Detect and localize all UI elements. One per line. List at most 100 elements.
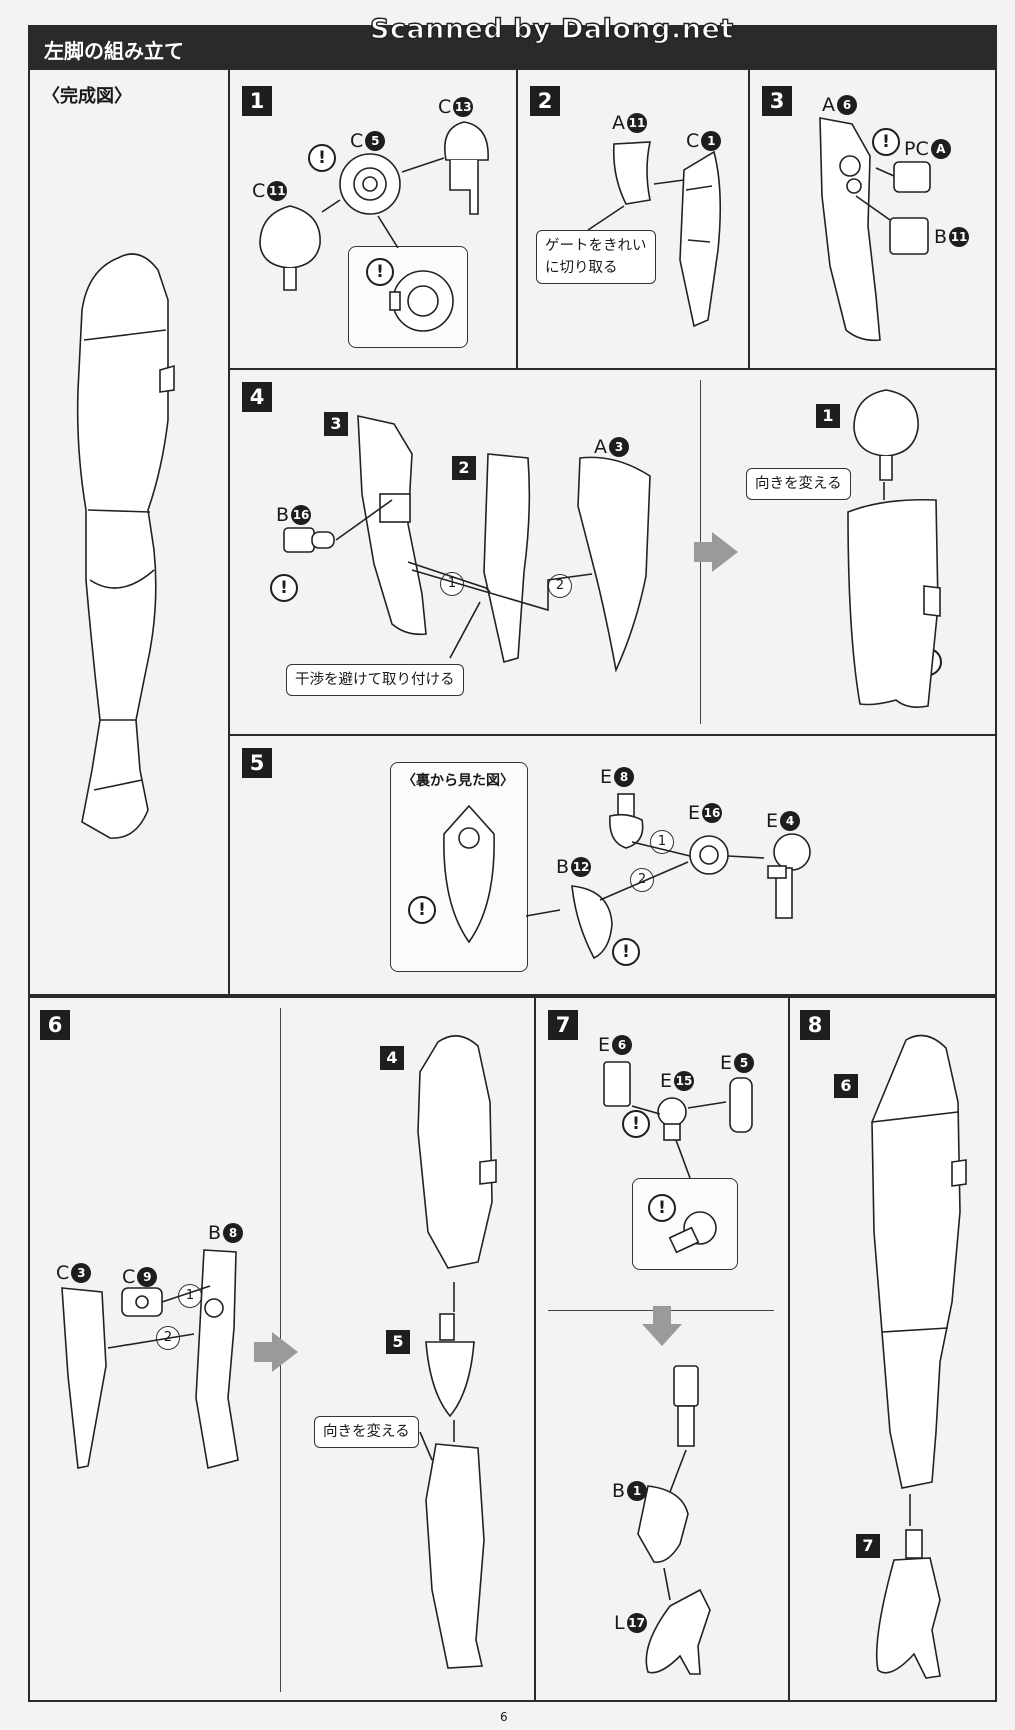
divider: [228, 368, 997, 370]
ref-step-badge: 4: [380, 1046, 404, 1070]
inner-frame-assembly: [483, 453, 531, 664]
ankle-guard-part: [637, 1485, 689, 1563]
ankle-ball-part: [657, 1097, 687, 1141]
ref-step-badge: 6: [834, 1074, 858, 1098]
step-number: 5: [242, 748, 272, 778]
leg-assembly: [871, 1034, 967, 1489]
step-number: 2: [530, 86, 560, 116]
hip-peg-part: [283, 527, 335, 553]
divider: [516, 68, 518, 370]
socket-part: [339, 153, 401, 215]
step-number: 8: [800, 1010, 830, 1040]
ankle-ball-detail: [668, 1211, 717, 1254]
top-grid-frame: [28, 68, 997, 996]
ref-step-badge: 3: [324, 412, 348, 436]
gate-trim-note: ゲートをきれいに切り取る: [536, 230, 656, 284]
divider: [228, 734, 997, 736]
foot-assembly: [875, 1529, 941, 1679]
elbow-joint-part: [609, 793, 644, 849]
step-number: 3: [762, 86, 792, 116]
ball-joint-part: [259, 205, 321, 291]
foot-part: [645, 1588, 711, 1675]
order-marker: 1: [650, 830, 674, 854]
warning-icon: !: [622, 1110, 650, 1138]
ring-part: [689, 835, 729, 875]
hinge-cap-part: [121, 1287, 163, 1317]
complete-view-label: 〈完成図〉: [42, 86, 132, 107]
step-number: 1: [242, 86, 272, 116]
shin-frame-part: [195, 1249, 239, 1469]
warning-icon: !: [408, 896, 436, 924]
order-marker: 2: [630, 868, 654, 892]
knee-assembly: [425, 1313, 475, 1418]
ref-step-badge: 7: [856, 1534, 880, 1558]
order-marker: 1: [440, 572, 464, 596]
thigh-assembly-part: [357, 414, 427, 636]
sequence-arrow: [694, 532, 738, 572]
ankle-block-part: [603, 1061, 631, 1107]
shin-back-view: [443, 804, 495, 944]
divider: [748, 68, 750, 370]
cap-part: [444, 121, 489, 215]
section-header: 左脚の組み立て: [28, 25, 997, 69]
step-number: 4: [242, 382, 272, 412]
sequence-arrow: [254, 1332, 298, 1372]
bottom-grid-frame: [28, 996, 997, 1702]
order-marker: 2: [548, 574, 572, 598]
inner-frame-part: [612, 141, 652, 205]
ref-step-badge: 2: [452, 456, 476, 480]
knee-hinge-part: [767, 833, 811, 919]
ball-joint-ref: [853, 389, 919, 481]
warning-icon: !: [270, 574, 298, 602]
warning-icon: !: [366, 258, 394, 286]
section-title: 左脚の組み立て: [44, 39, 184, 63]
thigh-outer-part: [819, 117, 881, 342]
warning-icon: !: [872, 128, 900, 156]
divider: [228, 68, 230, 996]
socket-detail: [389, 270, 454, 332]
divider: [788, 996, 790, 1702]
thigh-completed: [847, 498, 941, 708]
shin-assembly: [425, 1443, 485, 1669]
back-view-caption: 〈裏から見た図〉: [402, 773, 514, 789]
shin-armor-part: [61, 1287, 107, 1469]
thigh-assembly: [417, 1035, 497, 1269]
order-marker: 2: [156, 1326, 180, 1350]
divider: [534, 996, 536, 1702]
turn-around-note: 向きを変える: [746, 468, 851, 500]
warning-icon: !: [612, 938, 640, 966]
ref-step-badge: 5: [386, 1330, 410, 1354]
sequence-arrow: [642, 1306, 682, 1346]
joint-block-part: [889, 217, 929, 255]
watermark: Scanned by Dalong.net: [369, 13, 734, 45]
thigh-inner-part: [679, 150, 722, 328]
step-number: 6: [40, 1010, 70, 1040]
ankle-peg-part: [729, 1077, 753, 1133]
warning-icon: !: [308, 144, 336, 172]
poly-cap-part: [893, 161, 931, 193]
turn-around-note: 向きを変える: [314, 1416, 419, 1448]
knee-cover-part: [571, 885, 613, 960]
warning-icon: !: [648, 1194, 676, 1222]
page-number: 6: [500, 1710, 508, 1724]
